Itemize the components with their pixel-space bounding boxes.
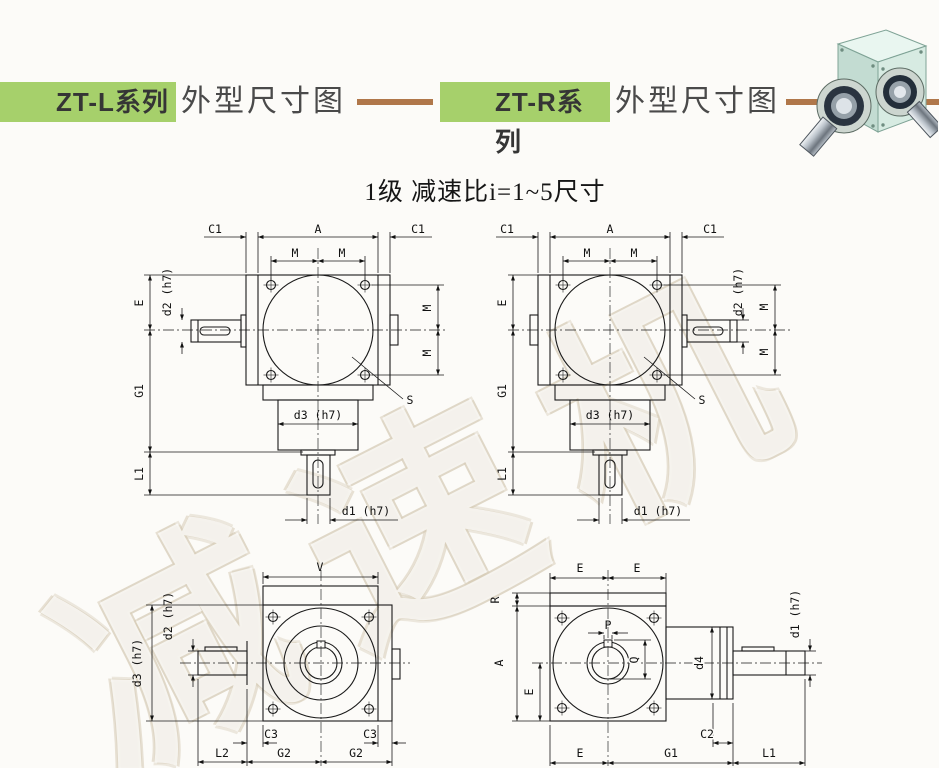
- body-outline: [529, 274, 738, 496]
- dimension-lines: [496, 232, 781, 524]
- gearbox-product-image: [799, 29, 938, 157]
- dim-label-e-bottom: E: [577, 746, 584, 760]
- centerlines: [180, 570, 410, 766]
- dim-label-g2-right: G2: [349, 746, 363, 760]
- dim-label-m-upper: M: [420, 304, 434, 311]
- dim-label-g1: G1: [495, 384, 509, 398]
- dim-label-s: S: [407, 393, 414, 407]
- dim-label-d1: d1 (h7): [788, 590, 802, 638]
- dim-label-d1: d1 (h7): [634, 504, 682, 518]
- dim-label-c3-left: C3: [264, 727, 278, 741]
- dimension-lines: [144, 232, 444, 524]
- dim-label-d3: d3 (h7): [586, 408, 634, 422]
- dim-label-m-right: M: [339, 246, 346, 260]
- zt-l-front-view-drawing: C1 A C1 M M E d2 (h7) G1 L1 M M S d3 (h7…: [132, 222, 446, 524]
- dimension-labels: C1 A C1 M M E d2 (h7) G1 L1 M M S d3 (h7…: [132, 222, 434, 518]
- header-title-left: 外型尺寸图: [181, 85, 346, 118]
- dim-label-a: A: [607, 222, 614, 236]
- dim-label-l1: L1: [762, 746, 776, 760]
- dim-label-g1: G1: [132, 384, 146, 398]
- zt-r-side-view-drawing: E E R A E P Q d4 d1 (h7) C2 E G1 L1: [488, 561, 822, 766]
- series-label-zt-l: ZT-L系列: [56, 87, 169, 117]
- dimension-labels: V d2 (h7) d3 (h7) C3 C3 L2 G2 G2: [130, 560, 377, 760]
- dim-label-e-top-left: E: [577, 561, 584, 575]
- dim-label-m-lower: M: [757, 348, 771, 355]
- header-title-right: 外型尺寸图: [615, 85, 780, 118]
- dim-label-c1-left: C1: [500, 222, 514, 236]
- dim-label-d2: d2 (h7): [160, 268, 174, 316]
- gearbox-right-shaft: [875, 67, 938, 139]
- body-outline: [190, 274, 399, 496]
- gearbox-left-shaft: [799, 78, 872, 157]
- dim-label-e-side: E: [522, 688, 536, 695]
- section-title: 1级 减速比i=1~5尺寸: [364, 179, 606, 206]
- dim-label-g1: G1: [664, 746, 678, 760]
- dim-label-p: P: [605, 618, 612, 632]
- zt-r-front-view-drawing: C1 A C1 M M E G1 L1 d2 (h7) M M S d3 (h7…: [495, 222, 790, 524]
- dim-label-c1-right: C1: [411, 222, 425, 236]
- series-label-zt-r: ZT-R系列: [495, 87, 584, 157]
- zt-l-side-view-drawing: V d2 (h7) d3 (h7) C3 C3 L2 G2 G2: [130, 560, 410, 766]
- dim-label-c1-left: C1: [208, 222, 222, 236]
- dimension-labels: C1 A C1 M M E G1 L1 d2 (h7) M M S d3 (h7…: [495, 222, 771, 518]
- dim-label-v: V: [317, 560, 324, 574]
- dim-label-c2: C2: [700, 727, 714, 741]
- dim-label-e: E: [495, 299, 509, 306]
- body-outline: [197, 585, 401, 722]
- dim-label-m-left: M: [584, 246, 591, 260]
- centerlines: [532, 570, 822, 766]
- dim-label-s: S: [699, 393, 706, 407]
- dim-label-m-upper: M: [757, 303, 771, 310]
- body-outline: [549, 592, 806, 722]
- dim-label-e-top-right: E: [634, 561, 641, 575]
- dim-label-l1: L1: [132, 467, 146, 481]
- dimension-lines: [146, 572, 406, 766]
- dim-label-r: R: [488, 596, 502, 603]
- accent-rule-left: [357, 99, 433, 105]
- dim-label-c1-right: C1: [703, 222, 717, 236]
- dim-label-m-right: M: [631, 246, 638, 260]
- dim-label-m-left: M: [292, 246, 299, 260]
- centerlines: [508, 248, 790, 524]
- dim-label-d1: d1 (h7): [342, 504, 390, 518]
- dim-label-l1: L1: [495, 467, 509, 481]
- dim-label-l2: L2: [215, 746, 229, 760]
- dim-label-a: A: [315, 222, 322, 236]
- dim-label-e: E: [132, 299, 146, 306]
- dim-label-d4: d4: [692, 656, 706, 670]
- header-band-zt-r: ZT-R系列: [440, 82, 610, 157]
- centerlines: [144, 248, 446, 524]
- dim-label-d3: d3 (h7): [130, 639, 144, 687]
- dim-label-d2: d2 (h7): [731, 268, 745, 316]
- dimension-lines: [512, 573, 816, 766]
- dim-label-m-lower: M: [420, 349, 434, 356]
- dim-label-d3: d3 (h7): [294, 408, 342, 422]
- dim-label-g2-left: G2: [277, 746, 291, 760]
- dim-label-d2: d2 (h7): [161, 592, 175, 640]
- dim-label-c3-right: C3: [363, 727, 377, 741]
- dim-label-q: Q: [627, 656, 641, 663]
- dimension-labels: E E R A E P Q d4 d1 (h7) C2 E G1 L1: [488, 561, 802, 760]
- dim-label-a: A: [492, 659, 506, 666]
- header-band-zt-l: ZT-L系列: [0, 82, 176, 122]
